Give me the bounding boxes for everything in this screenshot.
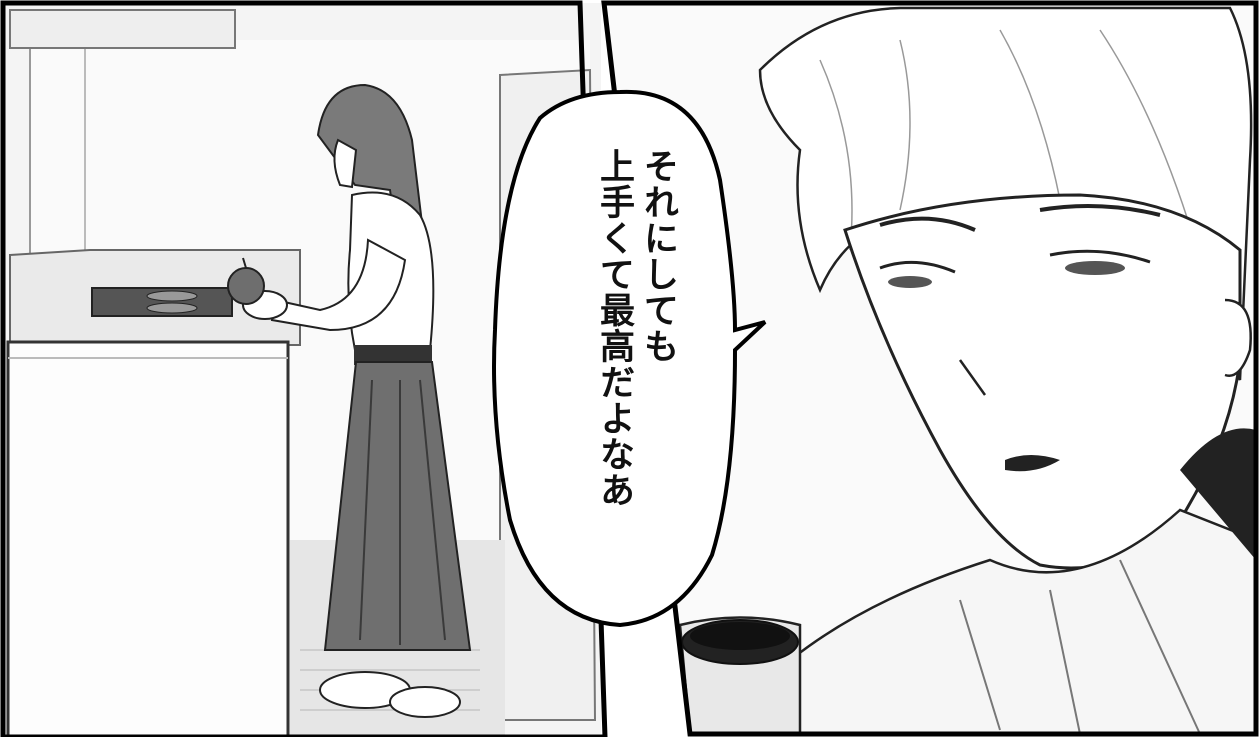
speech-line-1: それにしても [638,148,678,364]
right-panel [601,0,1259,737]
speech-line-2: 上手くて最高だよなあ [594,148,634,508]
speech-bubble-text: それにしても 上手くて最高だよなあ [560,148,680,568]
speech-bubble [492,89,767,628]
